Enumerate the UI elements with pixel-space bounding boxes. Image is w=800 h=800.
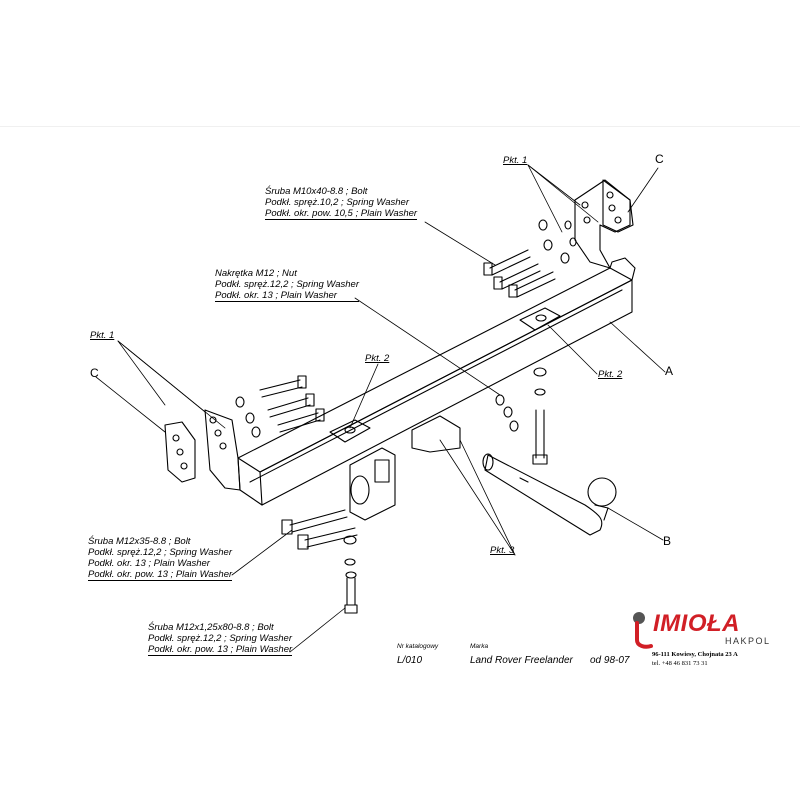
part-b: B	[663, 534, 672, 548]
bolts-m10	[483, 219, 577, 298]
crossbar	[237, 257, 636, 506]
point-2-right: Pkt. 2	[598, 369, 623, 380]
tow-ball-arm	[482, 453, 617, 536]
part-a: A	[665, 364, 674, 378]
label-bolt-m10: Śruba M10x40-8.8 ; Bolt Podkł. spręż.10,…	[265, 186, 418, 220]
plate-right	[519, 307, 561, 331]
logo-text: IMIOŁA	[653, 610, 740, 637]
top-separator	[0, 126, 800, 127]
label-bolt-m12x80: Śruba M12x1,25x80-8.8 ; Bolt Podkł. sprę…	[148, 622, 293, 656]
catalog-value: L/010	[397, 655, 423, 666]
point-3: Pkt. 3	[490, 545, 515, 556]
left-bracket	[164, 409, 241, 491]
plate-left	[329, 419, 371, 443]
bolts-m12x35	[281, 509, 358, 566]
logo-sub: HAKPOL	[725, 636, 771, 646]
point-2-left: Pkt. 2	[365, 353, 390, 364]
point-1-left: Pkt. 1	[90, 330, 115, 341]
label-nut-m12: Nakrętka M12 ; Nut Podkł. spręż.12,2 ; S…	[215, 268, 359, 302]
hitch-icon	[633, 612, 653, 649]
company-address: 96-111 Kowiesy, Chojnata 23 A	[652, 651, 738, 658]
label-bolt-m12x35: Śruba M12x35-8.8 ; Bolt Podkł. spręż.12,…	[88, 536, 233, 581]
brand-value: Land Rover Freelander	[470, 655, 573, 666]
bolt-vertical-right	[495, 367, 548, 465]
catalog-label: Nr katalogowy	[397, 643, 439, 650]
brand-label: Marka	[470, 643, 489, 650]
part-c-left: C	[90, 366, 99, 380]
company-logo: IMIOŁA HAKPOL	[625, 610, 785, 650]
company-phone: tel. +48 46 831 73 31	[652, 660, 708, 667]
bolts-left	[235, 375, 325, 438]
ball-mount-plate	[349, 415, 461, 521]
point-1-right: Pkt. 1	[503, 155, 528, 166]
bolt-m12x80	[344, 571, 358, 614]
right-bracket	[574, 179, 634, 269]
from-value: od 98-07	[590, 655, 630, 666]
part-c-right: C	[655, 152, 664, 166]
